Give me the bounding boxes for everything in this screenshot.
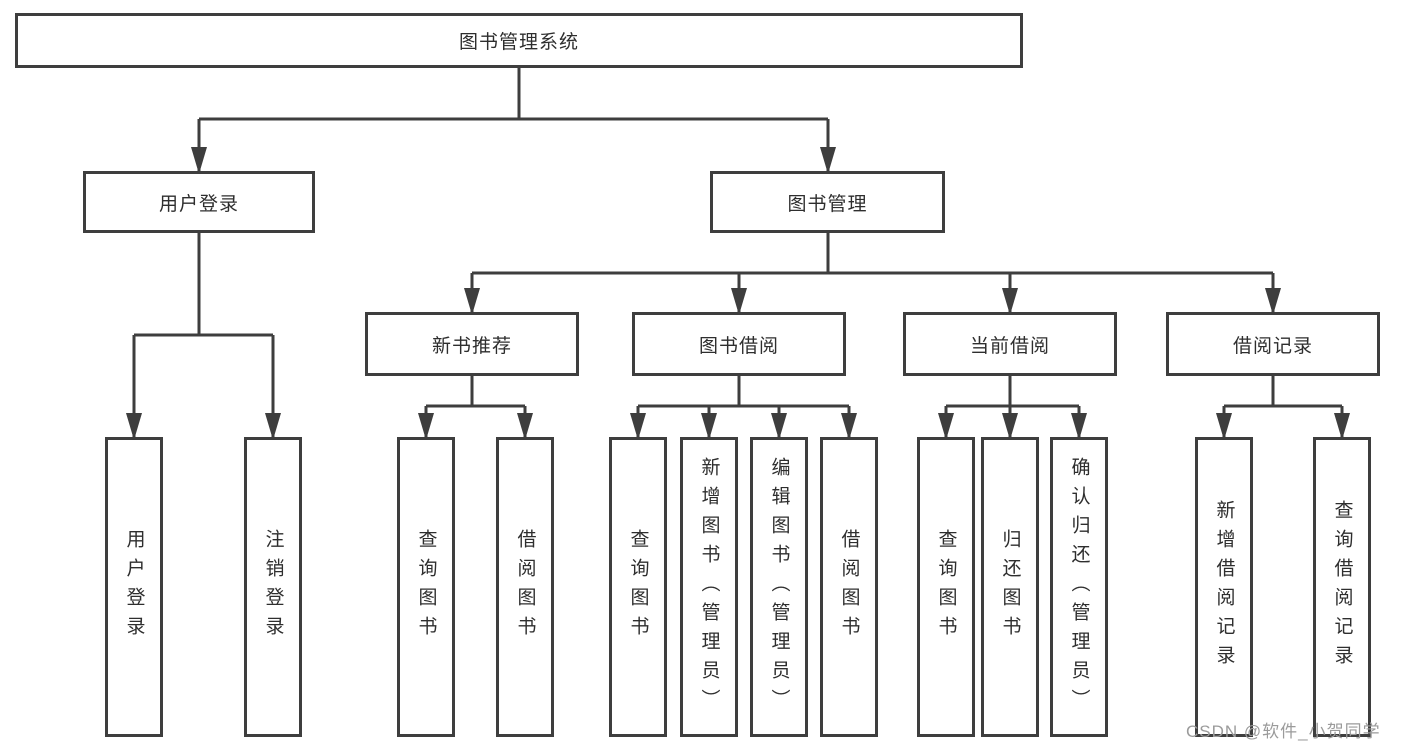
connectors-current-borrow (938, 376, 1087, 440)
connectors-borrow-records (1216, 376, 1350, 440)
arrow-down-icon (841, 413, 857, 440)
connectors-book-mgmt (464, 233, 1281, 315)
arrow-down-icon (771, 413, 787, 440)
arrow-down-icon (191, 147, 207, 174)
arrow-down-icon (126, 413, 142, 440)
connectors-user-login (126, 233, 281, 440)
node-book-management: 图书管理 (710, 171, 945, 233)
leaf-newbooks-query-books: 查询图书 (397, 437, 455, 737)
connectors-new-books (418, 376, 533, 440)
node-new-book-recommend: 新书推荐 (365, 312, 579, 376)
connectors-book-borrow (630, 376, 857, 440)
arrow-down-icon (820, 147, 836, 174)
node-book-borrowing: 图书借阅 (632, 312, 846, 376)
csdn-watermark: CSDN @软件_小贺同学 (1186, 722, 1381, 741)
leaf-current-return-books: 归还图书 (981, 437, 1039, 737)
arrow-down-icon (1334, 413, 1350, 440)
arrow-down-icon (1071, 413, 1087, 440)
connectors-root (191, 68, 836, 174)
arrow-down-icon (265, 413, 281, 440)
node-current-borrowing: 当前借阅 (903, 312, 1117, 376)
node-user-login: 用户登录 (83, 171, 315, 233)
leaf-user-login: 用户登录 (105, 437, 163, 737)
arrow-down-icon (1002, 413, 1018, 440)
arrow-down-icon (517, 413, 533, 440)
arrow-down-icon (464, 288, 480, 315)
leaf-records-add-record: 新增借阅记录 (1195, 437, 1253, 737)
arrow-down-icon (938, 413, 954, 440)
leaf-borrow-query-books: 查询图书 (609, 437, 667, 737)
leaf-borrow-borrow-books: 借阅图书 (820, 437, 878, 737)
leaf-borrow-edit-books-admin: 编辑图书（管理员） (750, 437, 808, 737)
arrow-down-icon (731, 288, 747, 315)
arrow-down-icon (418, 413, 434, 440)
arrow-down-icon (1002, 288, 1018, 315)
node-borrow-records: 借阅记录 (1166, 312, 1380, 376)
node-root-library-system: 图书管理系统 (15, 13, 1023, 68)
leaf-current-confirm-return-admin: 确认归还（管理员） (1050, 437, 1108, 737)
arrow-down-icon (1216, 413, 1232, 440)
leaf-logout: 注销登录 (244, 437, 302, 737)
arrow-down-icon (1265, 288, 1281, 315)
arrow-down-icon (630, 413, 646, 440)
arrow-down-icon (701, 413, 717, 440)
leaf-borrow-add-books-admin: 新增图书（管理员） (680, 437, 738, 737)
leaf-newbooks-borrow-books: 借阅图书 (496, 437, 554, 737)
leaf-current-query-books: 查询图书 (917, 437, 975, 737)
leaf-records-query-record: 查询借阅记录 (1313, 437, 1371, 737)
